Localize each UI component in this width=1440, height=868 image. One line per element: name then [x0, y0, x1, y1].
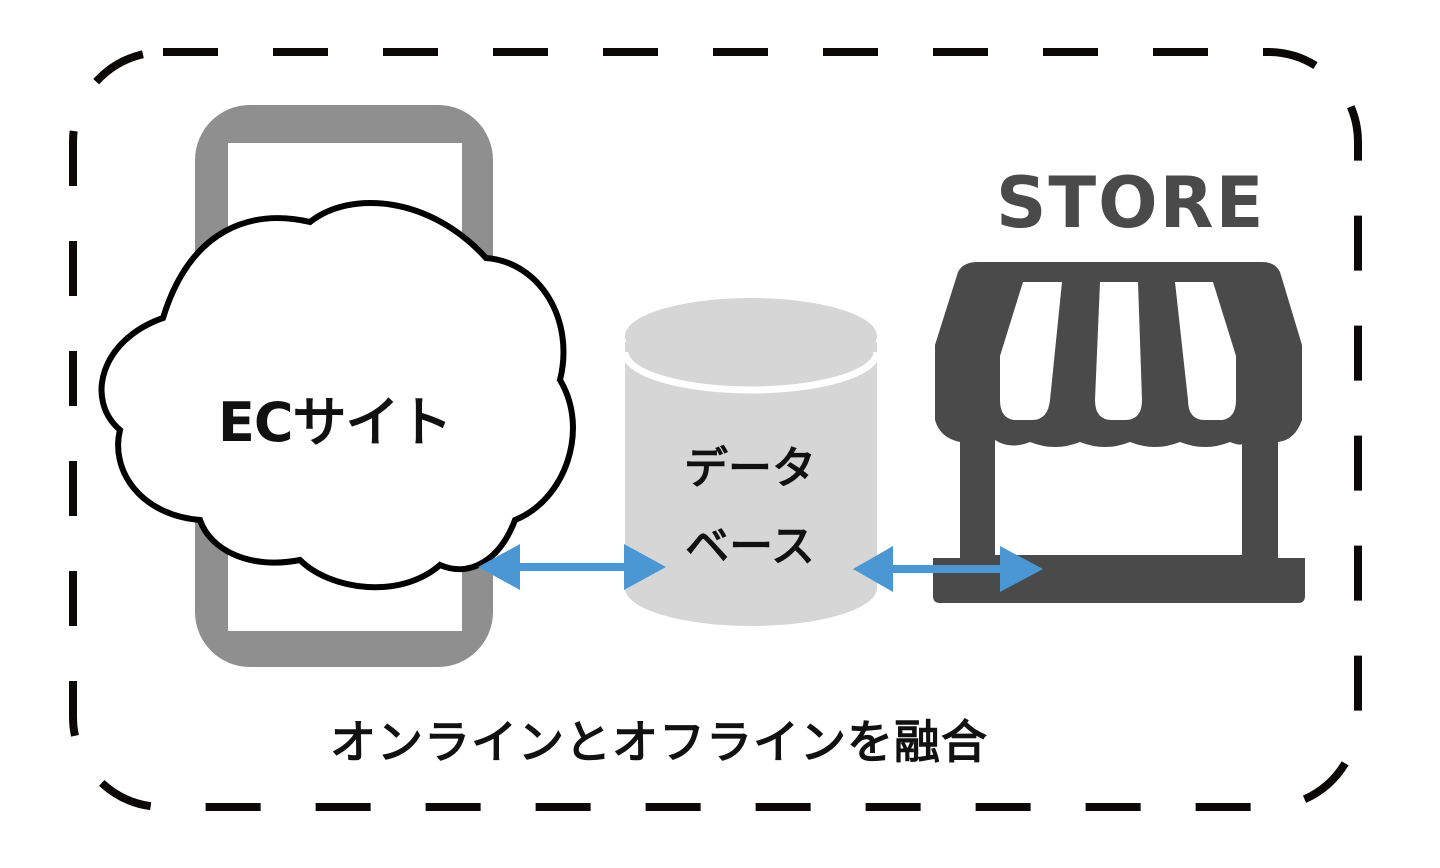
double-arrow-icon [478, 544, 666, 590]
ec-site-label: ECサイト [218, 391, 453, 454]
store-label: STORE [996, 162, 1266, 244]
cloud-icon [98, 199, 576, 591]
double-arrow-icon [853, 546, 1043, 592]
caption: オンラインとオフラインを融合 [330, 715, 988, 769]
dashed-border [69, 48, 1362, 811]
database-label-line1: データ [684, 443, 816, 494]
database-label: データ ベース [660, 430, 840, 586]
database-cylinder-icon [621, 298, 881, 626]
storefront-icon [933, 262, 1305, 603]
database-label-line2: ベース [685, 521, 815, 572]
